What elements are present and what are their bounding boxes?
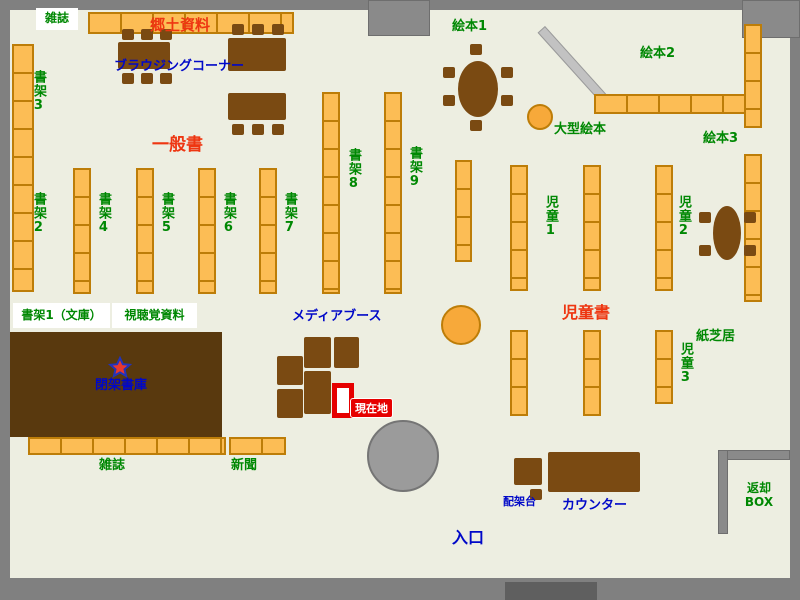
children-oval-table xyxy=(713,206,741,260)
children-books-label: 児童書 xyxy=(562,303,611,322)
label-box-shelf1-bunko: 書架1（文庫） xyxy=(13,303,110,328)
children1-label: 児童1 xyxy=(542,195,558,239)
bookshelf-7 xyxy=(259,168,277,294)
shelf9-label: 書架9 xyxy=(406,146,422,190)
shelving-cart-table xyxy=(514,458,542,485)
chair xyxy=(160,29,172,40)
bookshelf-5 xyxy=(136,168,154,294)
bookshelf-children-1 xyxy=(510,165,528,291)
newspapers-label: 新聞 xyxy=(231,458,258,473)
shelf2-label: 書架2 xyxy=(30,192,46,236)
bookshelf-children-mid xyxy=(583,165,601,291)
browsing-corner-label: ブラウジングコーナー xyxy=(114,59,245,74)
bookshelf-center xyxy=(455,160,472,262)
shelf4-label: 書架4 xyxy=(95,192,111,236)
children3-label: 児童3 xyxy=(677,342,693,386)
picturebooks1-label: 絵本1 xyxy=(452,19,488,34)
browsing-table-2 xyxy=(228,38,286,71)
audiovisual-label: 視聴覚資料 xyxy=(124,307,185,322)
big-picturebooks-label: 大型絵本 xyxy=(554,122,607,137)
bookshelf-children-lower-b xyxy=(583,330,601,416)
chair xyxy=(699,245,711,256)
big-picturebook-round-table xyxy=(527,104,553,130)
chair xyxy=(744,245,756,256)
chair xyxy=(272,124,284,135)
chair xyxy=(232,124,244,135)
round-table-center xyxy=(441,305,481,345)
chair xyxy=(470,120,482,131)
picturebooks3-label: 絵本3 xyxy=(703,131,739,146)
shelving-cart-label: 配架台 xyxy=(503,495,536,508)
magazines-bottom-label: 雑誌 xyxy=(99,458,126,473)
media-booth-unit xyxy=(334,337,359,368)
chair xyxy=(272,24,284,35)
wall-returnbox-left xyxy=(718,450,728,534)
chair xyxy=(470,44,482,55)
closed-stacks-area xyxy=(10,332,222,437)
label-box-magazines-top: 雑誌 xyxy=(36,8,78,30)
media-booth-unit xyxy=(304,371,331,414)
label-box-audiovisual: 視聴覚資料 xyxy=(112,303,197,328)
shelf6-label: 書架6 xyxy=(220,192,236,236)
bookshelf-left-wall xyxy=(12,44,34,292)
bookshelf-9 xyxy=(384,92,402,294)
magazines-top-label: 雑誌 xyxy=(44,11,69,26)
bookshelf-8 xyxy=(322,92,340,294)
bookshelf-4 xyxy=(73,168,91,294)
bookshelf-6 xyxy=(198,168,216,294)
return-box-label: 返却 BOX xyxy=(744,481,774,509)
picturebooks2-label: 絵本2 xyxy=(640,46,676,61)
bookshelf-children-2 xyxy=(655,165,673,291)
children2-label: 児童2 xyxy=(675,195,691,239)
browsing-table-1 xyxy=(118,42,170,69)
chair xyxy=(699,212,711,223)
media-booth-unit xyxy=(277,389,303,418)
bookshelf-right-wall-mid xyxy=(744,154,762,302)
bookshelf-magazines xyxy=(28,437,226,455)
current-location-badge: 現在地 xyxy=(350,398,393,418)
chair xyxy=(530,489,542,500)
closed-stacks-label: 閉架書庫 xyxy=(95,378,148,393)
picturebook-oval-table xyxy=(458,61,498,117)
browsing-table-3 xyxy=(228,93,286,120)
wall-bottom-block xyxy=(505,582,597,600)
wall-pillar-top xyxy=(368,0,430,36)
chair xyxy=(232,24,244,35)
general-books-label: 一般書 xyxy=(152,135,203,155)
media-booth-unit xyxy=(304,337,331,368)
chair xyxy=(501,95,513,106)
shelf8-label: 書架8 xyxy=(345,148,361,192)
shelf5-label: 書架5 xyxy=(158,192,174,236)
chair xyxy=(744,212,756,223)
shelf3-label: 書架3 xyxy=(30,70,46,114)
chair xyxy=(443,67,455,78)
shelf7-label: 書架7 xyxy=(281,192,297,236)
bookshelf-newspapers xyxy=(229,437,286,455)
counter-desk xyxy=(548,452,640,492)
shelf1-bunko-label: 書架1（文庫） xyxy=(21,307,102,322)
local-history-label: 郷土資料 xyxy=(150,16,211,34)
bookshelf-children-lower-a xyxy=(510,330,528,416)
bookshelf-right-wall-top xyxy=(744,24,762,128)
wall-returnbox-top xyxy=(718,450,790,460)
pillar-column xyxy=(367,420,439,492)
chair xyxy=(160,73,172,84)
chair xyxy=(122,29,134,40)
star-icon xyxy=(108,356,132,379)
kamishibai-label: 紙芝居 xyxy=(696,329,736,344)
media-booth-label: メディアブース xyxy=(292,309,382,324)
entrance-label: 入口 xyxy=(452,528,485,547)
chair xyxy=(252,24,264,35)
bookshelf-picturebooks-2 xyxy=(594,94,758,114)
media-booth-unit xyxy=(277,356,303,385)
counter-label: カウンター xyxy=(562,498,628,513)
chair xyxy=(443,95,455,106)
chair xyxy=(141,29,153,40)
chair xyxy=(501,67,513,78)
chair xyxy=(252,124,264,135)
bookshelf-children-3 xyxy=(655,330,673,404)
chair xyxy=(122,73,134,84)
chair xyxy=(141,73,153,84)
